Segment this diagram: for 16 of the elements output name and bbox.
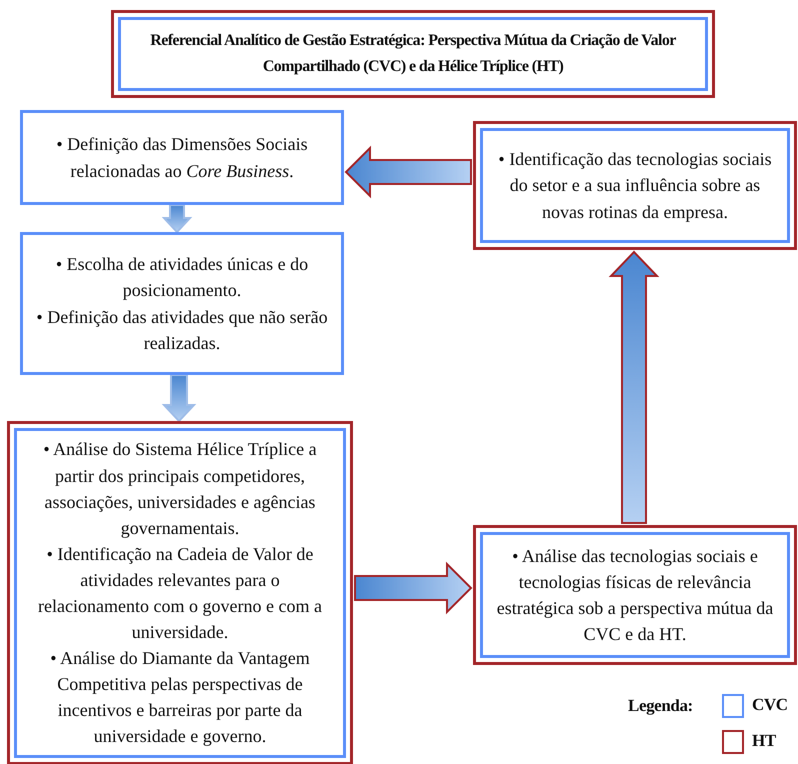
block-arrow (162, 204, 192, 234)
bullet-text: • Análise do Sistema Hélice Tríplice a partir dos principais competidores, associações, universidades e agências governamentais. (42, 438, 318, 540)
block-arrow (162, 374, 196, 422)
bullet-text: • Identificação das tecnologias sociais do setor e a sua influência sobre as novas rotinas da empresa. (497, 148, 773, 224)
legend-text: CVC (752, 695, 788, 715)
title-text: Referencial Analítico de Gestão Estratégica: Perspectiva Mútua da Criação de Valor Compartilhado (CVC) e da Hélice Tríplice (HT) (149, 31, 677, 77)
bullet-text: • Identificação na Cadeia de Valor de atividades relevantes para o relacionamento com o governo e com a universidade. (37, 542, 323, 644)
process-box (20, 110, 344, 205)
bullet-text: • Análise das tecnologias sociais e tecnologias físicas de relevância estratégica sob a perspectiva mútua da CVC e da HT. (496, 544, 774, 646)
legend-text: HT (752, 731, 776, 751)
bullet-text: • Análise do Diamante da Vantagem Competitiva pelas perspectivas de incentivos e barreiras por parte da universidade e governo. (49, 647, 311, 748)
bullet-text: • Definição das atividades que não serão realizadas. (35, 306, 329, 355)
process-box (20, 232, 344, 375)
bullet-text: • Definição das Dimensões Sociais relacionadas ao Core Business. (55, 133, 309, 182)
bullet-text: • Escolha de atividades únicas e do posicionamento. (54, 253, 310, 302)
legend-title: Legenda: (628, 696, 693, 716)
